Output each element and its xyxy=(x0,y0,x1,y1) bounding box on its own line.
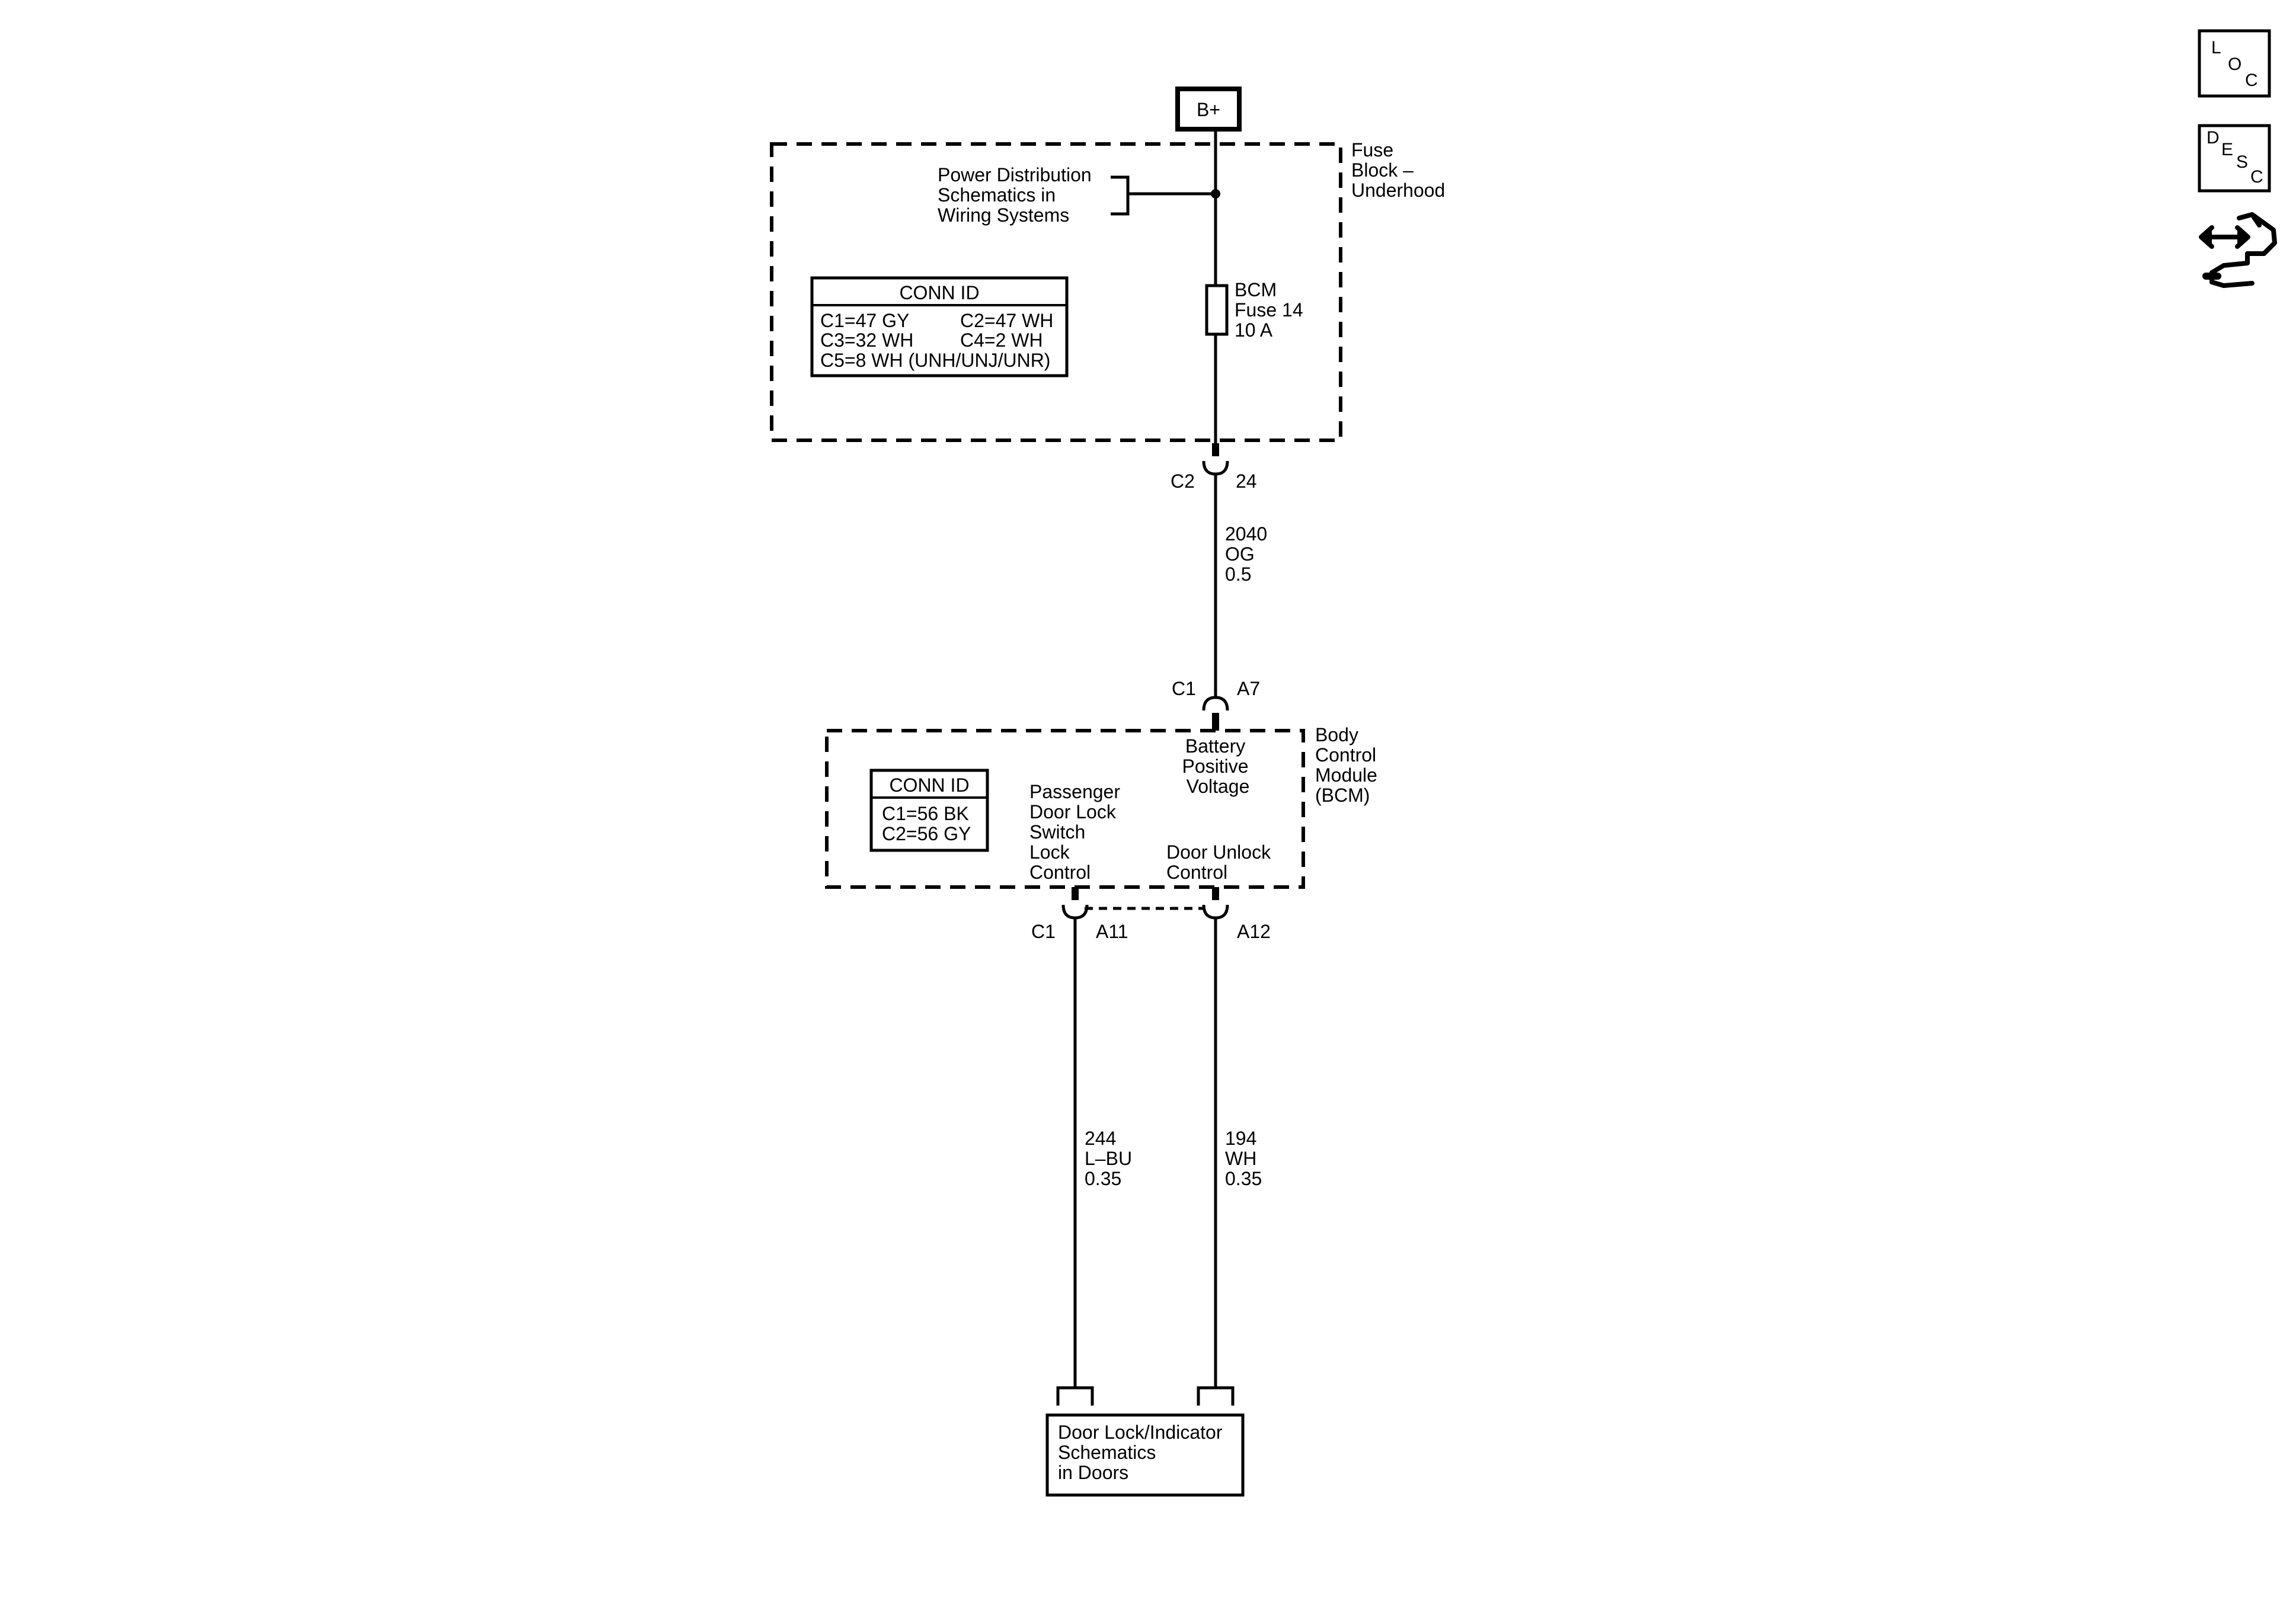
connector-c1-a7-symbol[interactable] xyxy=(1202,696,1229,711)
power-distribution-link[interactable]: Power Distribution Schematics in Wiring … xyxy=(938,164,1220,226)
conn-id-cell: C3=32 WH xyxy=(820,329,913,351)
location-button[interactable]: L O C xyxy=(2198,29,2271,98)
connector-repair-button[interactable] xyxy=(2199,212,2277,288)
connector-c1-a7[interactable]: C1 A7 xyxy=(1172,678,1260,711)
connector-c2-symbol[interactable] xyxy=(1202,460,1229,476)
fuse-block-outline xyxy=(770,142,1342,442)
fuse-block-underhood: Fuse Block – Underhood Power Distributio… xyxy=(770,139,1445,442)
connector-a11-pin: A11 xyxy=(1096,921,1128,942)
connector-c1-a11[interactable]: C1 A11 xyxy=(1031,904,1128,942)
terminal-bracket xyxy=(1197,1386,1235,1406)
wire-2040-label: 2040 OG 0.5 xyxy=(1225,523,1272,585)
power-distribution-bracket xyxy=(1111,175,1130,216)
conn-id-cell: C5=8 WH (UNH/UNJ/UNR) xyxy=(820,350,1050,371)
door-unlock-control-label: Door Unlock Control xyxy=(1166,841,1276,883)
body-control-module: Body Control Module (BCM) Battery Positi… xyxy=(825,724,1383,889)
conn-id-title: CONN ID xyxy=(889,774,969,796)
bcm-name: Body Control Module (BCM) xyxy=(1315,724,1383,806)
fuse-block-name: Fuse Block – Underhood xyxy=(1351,139,1445,201)
conn-id-cell: C1=47 GY xyxy=(820,310,909,331)
wire-244-label: 244 L–BU 0.35 xyxy=(1085,1128,1137,1189)
connector-a11-symbol[interactable] xyxy=(1061,904,1089,920)
description-icon[interactable] xyxy=(2198,124,2271,193)
svg-text:O: O xyxy=(2228,55,2241,74)
connector-c2-24[interactable]: C2 24 xyxy=(1171,460,1257,492)
door-lock-reference-label: Door Lock/Indicator Schematics in Doors xyxy=(1058,1422,1227,1483)
fuse-label: BCM Fuse 14 10 A xyxy=(1235,279,1309,341)
conn-id-cell: C4=2 WH xyxy=(960,329,1043,351)
door-lock-indicator-link[interactable]: Door Lock/Indicator Schematics in Doors xyxy=(1045,1413,1245,1497)
connector-pin-stub xyxy=(1212,887,1219,900)
passenger-door-lock-control-label: Passenger Door Lock Switch Lock Control xyxy=(1029,781,1125,883)
connector-repair-icon[interactable] xyxy=(2199,212,2277,288)
svg-text:E: E xyxy=(2221,140,2233,159)
connector-c2-name: C2 xyxy=(1171,470,1195,492)
connector-c1-name: C1 xyxy=(1172,678,1196,699)
svg-text:C: C xyxy=(2245,71,2258,90)
connector-c1-name: C1 xyxy=(1031,921,1056,942)
connector-pin-stub xyxy=(1212,713,1219,731)
connector-a12[interactable]: A12 xyxy=(1202,904,1271,942)
connector-a12-symbol[interactable] xyxy=(1202,904,1229,920)
conn-id-cell: C1=56 BK xyxy=(882,803,969,824)
bcm-conn-id-table: CONN ID C1=56 BK C2=56 GY xyxy=(869,769,989,852)
svg-text:D: D xyxy=(2207,128,2220,148)
fuse-block-conn-id-table: CONN ID C1=47 GY C2=47 WH C3=32 WH C4=2 … xyxy=(810,276,1069,377)
battery-positive-voltage-label: Battery Positive Voltage xyxy=(1182,735,1254,797)
connector-pin-stub xyxy=(1212,443,1219,456)
svg-text:L: L xyxy=(2211,38,2221,57)
svg-text:C: C xyxy=(2250,167,2263,187)
battery-source: B+ xyxy=(1175,87,1242,132)
connector-pin-stub xyxy=(1072,887,1079,900)
battery-label: B+ xyxy=(1197,99,1220,120)
wire-194-label: 194 WH 0.35 xyxy=(1225,1128,1262,1189)
connector-a7-pin: A7 xyxy=(1237,678,1260,699)
power-distribution-label[interactable]: Power Distribution Schematics in Wiring … xyxy=(938,164,1097,226)
bcm-fuse-14[interactable]: BCM Fuse 14 10 A xyxy=(1205,279,1309,341)
connector-a12-pin: A12 xyxy=(1237,921,1271,942)
bcm-outline xyxy=(825,729,1305,889)
svg-text:S: S xyxy=(2236,152,2248,172)
conn-id-cell: C2=47 WH xyxy=(960,310,1053,331)
description-button[interactable]: D E S C xyxy=(2198,124,2271,193)
connector-c2-pin: 24 xyxy=(1236,470,1257,492)
door-lock-reference-box[interactable] xyxy=(1045,1413,1245,1497)
conn-id-cell: C2=56 GY xyxy=(882,823,971,844)
fuse-symbol[interactable] xyxy=(1205,284,1229,336)
conn-id-title: CONN ID xyxy=(899,282,979,303)
terminal-bracket xyxy=(1056,1386,1094,1406)
location-icon[interactable] xyxy=(2198,29,2271,98)
